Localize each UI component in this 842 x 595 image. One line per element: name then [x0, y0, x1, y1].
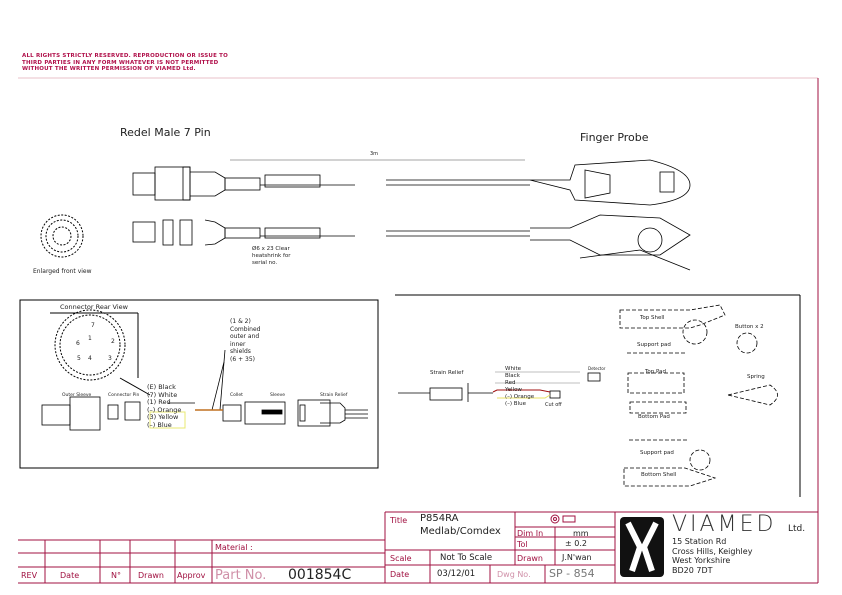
strain-relief-label: Strain Relief [430, 370, 464, 376]
wire-item: (7) White [147, 390, 178, 399]
part-label: Outer Sleeve [62, 393, 92, 398]
dwg-value: SP - 854 [549, 567, 595, 580]
viamed-logo-icon [620, 517, 664, 577]
wire-item: Black [505, 373, 520, 379]
wire-item: Red [505, 380, 516, 386]
note-line: (1 & 2) [230, 318, 251, 325]
notice-line: WITHOUT THE WRITTEN PERMISSION OF VIAMED… [22, 66, 196, 72]
connector-label: Redel Male 7 Pin [120, 126, 211, 139]
title-label: Title [390, 516, 408, 525]
tol-value: ± 0.2 [565, 539, 587, 548]
wire-item: (E) Black [147, 383, 176, 391]
part-label: Connector Pin [108, 393, 140, 398]
wire-item: (–) Blue [505, 401, 526, 407]
part-label: Sleeve [270, 393, 286, 398]
rear-view-label: Connector Rear View [60, 303, 128, 311]
pin-label: 6 [76, 340, 80, 347]
material-label: Material : [215, 543, 253, 552]
pin-label: 5 [77, 355, 81, 362]
address-line: BD20 7DT [672, 565, 713, 575]
wire-item: Yellow [505, 387, 522, 393]
part-no-label: Part No. [215, 568, 267, 583]
wire-item: (–) Blue [147, 420, 172, 429]
address-line: Cross Hills, Keighley [672, 546, 753, 556]
part-label: Button x 2 [735, 324, 764, 330]
part-label: Top Pad [645, 369, 666, 375]
detector-label: Detector [588, 366, 606, 371]
cable-side-view [132, 159, 691, 206]
rev-header: Date [60, 571, 80, 580]
copyright-notice: ALL RIGHTS STRICTLY RESERVED. REPRODUCTI… [22, 53, 228, 73]
scale-value: Not To Scale [440, 553, 493, 563]
probe-parts [619, 304, 778, 487]
projection-symbol-icon [550, 514, 576, 524]
address-line: West Yorkshire [672, 556, 731, 565]
heatshrink-note: Ø6 x 23 Clear heatshrink for serial no. [252, 246, 291, 267]
probe-assembly [398, 371, 601, 402]
note-line: shields [230, 348, 251, 355]
part-label: Support pad [640, 450, 674, 456]
drawing-title: P854RA [420, 513, 459, 524]
note-line: (6 + 35) [230, 355, 255, 363]
pin-label: 3 [108, 355, 112, 362]
front-view-label: Enlarged front view [33, 268, 92, 275]
address-line: 15 Station Rd [672, 537, 727, 546]
part-label: Support pad [637, 342, 671, 348]
company-name: VIAMED [672, 512, 777, 537]
note-line: outer and [230, 333, 260, 340]
part-label: Spring [747, 374, 765, 380]
length-label: 3m [370, 151, 379, 157]
note-line: Combined [230, 325, 261, 333]
sheet-frame [18, 77, 819, 584]
cable-top-view [132, 214, 691, 271]
scale-label: Scale [390, 554, 412, 563]
pin-label: 2 [111, 338, 115, 345]
company-suffix: Ltd. [788, 524, 806, 534]
wire-item: (–) Orange [505, 394, 535, 400]
drawing-subtitle: Medlab/Comdex [420, 526, 501, 537]
pin-label: 7 [91, 322, 95, 329]
date-label: Date [390, 570, 410, 579]
company-address: 15 Station Rd Cross Hills, Keighley West… [672, 537, 752, 575]
dim-value: mm [573, 529, 589, 538]
wire-item: (–) Orange [147, 405, 182, 414]
note-line: heatshrink for [252, 253, 291, 259]
part-label: Bottom Pad [638, 414, 670, 420]
pin-label: 1 [88, 335, 92, 342]
part-label: Collet [230, 393, 243, 398]
dwg-label: Dwg No. [497, 570, 531, 579]
rev-header: REV [21, 571, 38, 580]
wire-item: White [505, 366, 521, 372]
wire-item: (3) Yellow [147, 413, 179, 422]
rev-header: N° [111, 571, 121, 580]
drawn-value: J.N'wan [562, 553, 592, 562]
probe-label: Finger Probe [580, 131, 649, 144]
note-line: inner [230, 340, 246, 348]
rev-header: Approv [177, 571, 206, 580]
shield-note: (1 & 2) Combined outer and inner shields… [230, 318, 260, 363]
pin-label: 4 [88, 355, 92, 362]
notice-line: THIRD PARTIES IN ANY FORM WHATEVER IS NO… [22, 59, 219, 66]
date-value: 03/12/01 [437, 569, 476, 579]
tol-label: Tol [517, 540, 528, 549]
dim-label: Dim In [517, 529, 544, 538]
front-view-connector-icon [40, 214, 84, 258]
drawn-label: Drawn [517, 554, 543, 563]
rear-view-connector-icon [54, 309, 126, 381]
notice-line: ALL RIGHTS STRICTLY RESERVED. REPRODUCTI… [22, 53, 228, 59]
probe-wire-list: White Black Red Yellow (–) Orange (–) Bl… [505, 366, 534, 408]
part-label: Top Shell [640, 315, 665, 321]
wiring-panel [19, 299, 379, 469]
rev-header: Drawn [138, 571, 164, 580]
part-label: Bottom Shell [641, 472, 677, 478]
note-line: serial no. [252, 260, 278, 266]
cut-note: Cut off [545, 402, 562, 408]
part-no-value: 001854C [288, 567, 352, 583]
part-label: Strain Relief [320, 393, 348, 398]
wire-item: (1) Red [147, 398, 171, 407]
wire-list: (E) Black (7) White (1) Red (–) Orange (… [147, 383, 182, 430]
note-line: Ø6 x 23 Clear [252, 246, 290, 252]
wiring-assembly [41, 349, 368, 431]
